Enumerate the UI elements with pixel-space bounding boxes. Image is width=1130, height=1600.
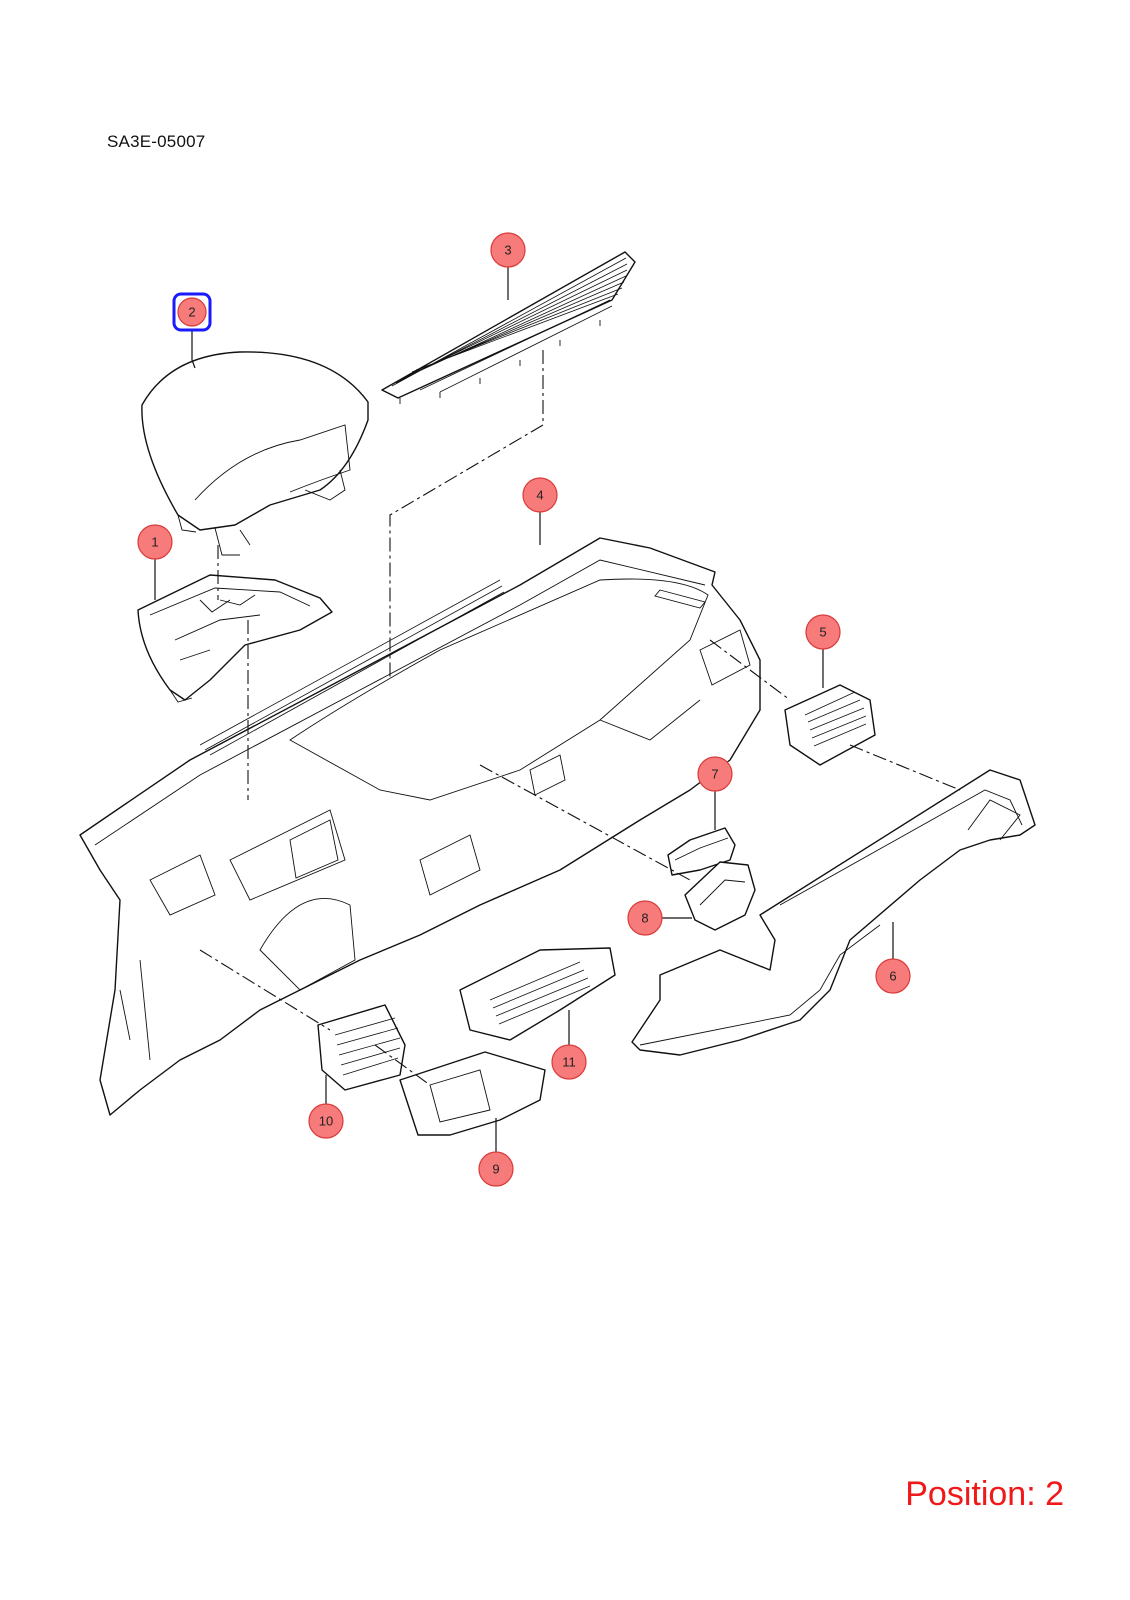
assembly-lines [199, 350, 961, 1086]
callout-7[interactable]: 7 [697, 756, 733, 792]
part-9-vent-bezel [399, 1051, 546, 1136]
part-4-instrument-panel [79, 537, 761, 1116]
part-1-bracket [137, 574, 333, 703]
callout-4[interactable]: 4 [522, 477, 558, 513]
callout-1[interactable]: 1 [137, 524, 173, 560]
part-11-center-vent [459, 947, 616, 1041]
part-10-left-vent [317, 1004, 406, 1091]
callout-11[interactable]: 11 [551, 1044, 587, 1080]
part-2-cluster-hood [141, 351, 369, 556]
svg-text:4: 4 [536, 488, 543, 503]
svg-text:2: 2 [188, 305, 195, 320]
callout-8[interactable]: 8 [627, 900, 663, 936]
svg-text:8: 8 [641, 911, 648, 926]
position-label: Position: 2 [905, 1475, 1064, 1513]
part-3-defroster-grille [381, 251, 636, 404]
callout-2[interactable]: 2 [172, 292, 212, 332]
svg-text:1: 1 [151, 535, 158, 550]
leader-lines [154, 265, 894, 1153]
part-5-right-vent [784, 684, 876, 766]
callout-3[interactable]: 3 [490, 232, 526, 268]
part-8-column-shroud-lower [684, 861, 756, 931]
svg-text:11: 11 [562, 1055, 576, 1070]
diagram-code: SA3E-05007 [107, 132, 206, 151]
svg-text:3: 3 [504, 243, 511, 258]
callout-10[interactable]: 10 [308, 1103, 344, 1139]
callout-5[interactable]: 5 [805, 614, 841, 650]
callout-6[interactable]: 6 [875, 958, 911, 994]
svg-text:7: 7 [711, 767, 718, 782]
callout-9[interactable]: 9 [478, 1151, 514, 1187]
svg-text:5: 5 [819, 625, 826, 640]
part-6-lower-trim [631, 769, 1036, 1056]
svg-text:10: 10 [319, 1114, 333, 1129]
svg-text:6: 6 [889, 969, 896, 984]
svg-text:9: 9 [492, 1162, 499, 1177]
